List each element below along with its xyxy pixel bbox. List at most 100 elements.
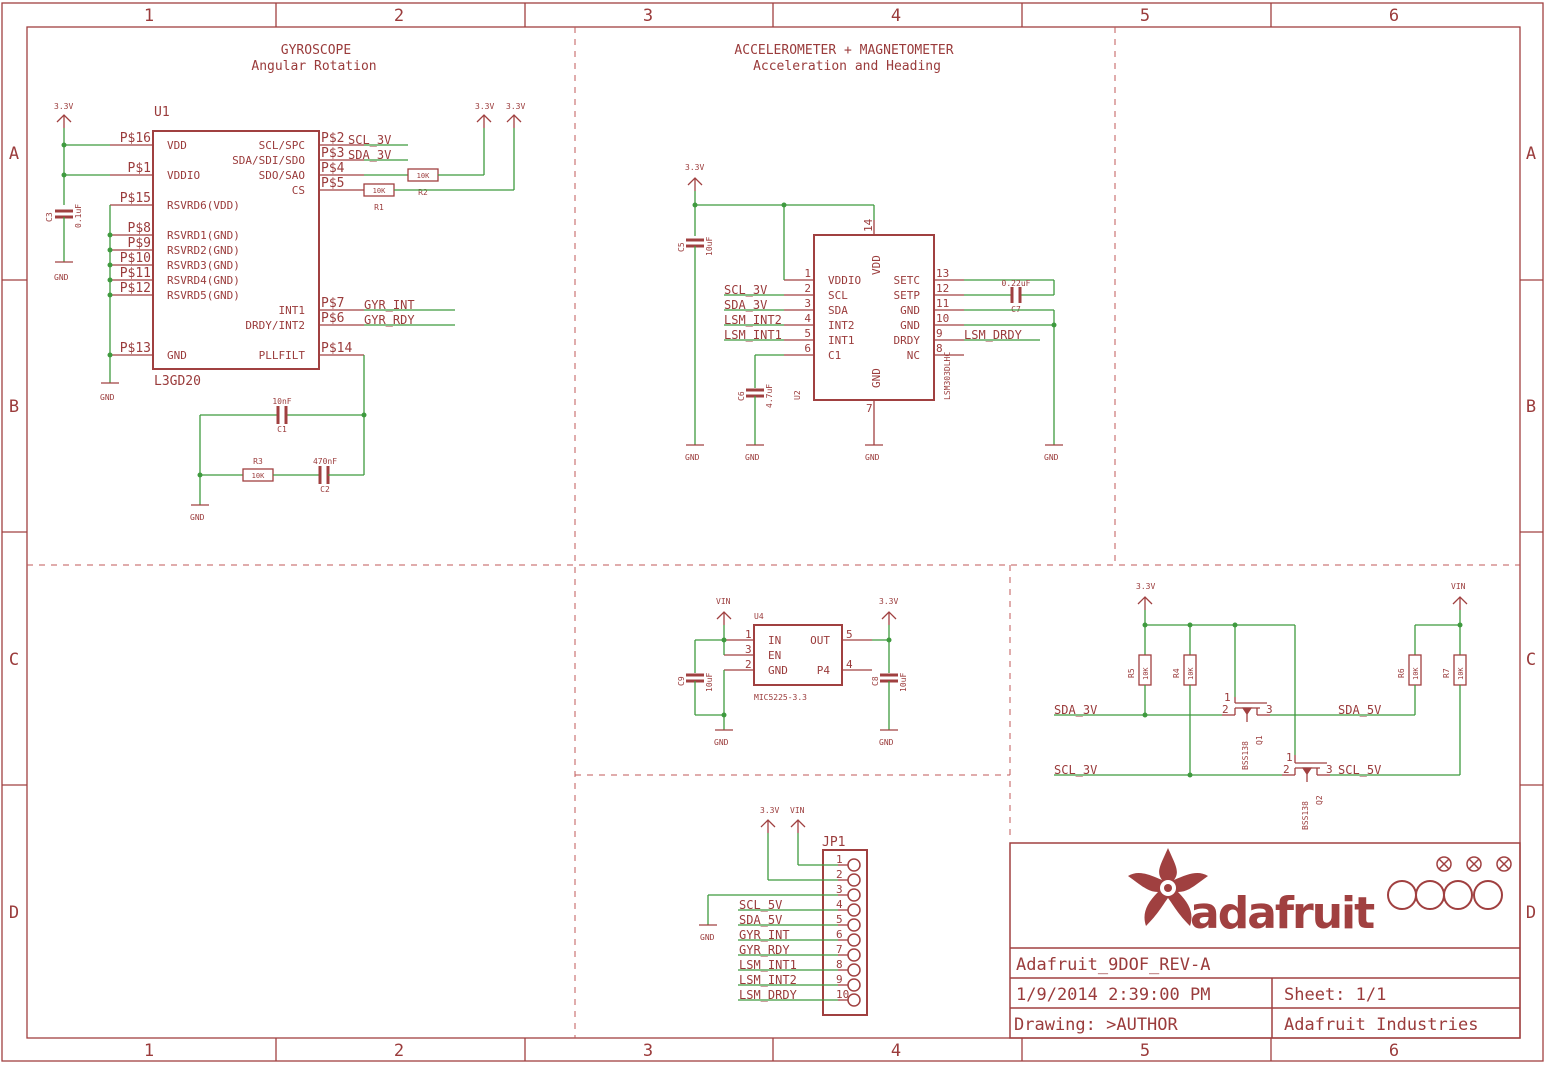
reg-out-rail: 3.3V [879, 597, 898, 625]
net-label: LSM_INT1 [739, 958, 797, 972]
u2-pad: 3 [804, 297, 811, 310]
u1-pad: P$14 [321, 341, 352, 356]
u2-pin-label: GND [900, 319, 920, 332]
rail-label: 3.3V [506, 102, 525, 111]
header-pin: 8 LSM_INT1 [738, 958, 861, 977]
ground-symbol: GND [685, 444, 704, 462]
resistor-r3: 10K R3 [242, 457, 274, 482]
header-pin-pad [847, 888, 861, 902]
u1-pin-label: SCL/SPC [259, 139, 305, 152]
gnd-label: GND [100, 393, 115, 402]
zone-labels: 1 2 3 4 5 6 1 2 3 4 5 6 A B C D A B C D [9, 6, 1536, 1061]
adafruit-flower-icon [1128, 848, 1208, 926]
u2-pin-label: GND [870, 368, 883, 388]
u2-pad: 9 [936, 327, 943, 340]
c6-value: 4.7uF [765, 384, 774, 408]
header-pin-pad [847, 993, 861, 1007]
r5-ref: R5 [1127, 668, 1136, 678]
net-label: LSM_INT2 [724, 313, 782, 327]
row-label: B [1526, 397, 1536, 417]
net-label: SDA_5V [739, 913, 782, 927]
c6-ref: C6 [737, 391, 746, 401]
col-label: 3 [643, 1041, 653, 1061]
header-pin-number: 8 [836, 958, 843, 971]
q1-ref: Q1 [1255, 735, 1264, 745]
resistor-r7: 10K R7 [1442, 654, 1467, 686]
rail-label: 3.3V [475, 102, 494, 111]
header-pin-number: 10 [836, 988, 849, 1001]
rail-label: 3.3V [685, 163, 704, 172]
resistor-r6: 10K R6 [1397, 654, 1422, 686]
u2-pad: 14 [862, 218, 875, 232]
level-vin-rail: VIN [1451, 582, 1468, 610]
header-pin-number: 6 [836, 928, 843, 941]
ground-symbol: GND [745, 444, 764, 462]
capacitor-c7: 0.22uF C7 [1002, 279, 1031, 314]
u1-pad: P$5 [321, 176, 344, 191]
resistor-r4: 10K R4 [1172, 654, 1197, 686]
r6-ref: R6 [1397, 668, 1406, 678]
ground-symbol: GND [190, 504, 209, 522]
mosfet-q2: 1 2 3 BSS138 Q2 [1282, 751, 1333, 830]
resistor-r5: 10K R5 [1127, 654, 1152, 686]
u1-pin-label: RSVRD2(GND) [167, 244, 240, 257]
u4-pin-label: GND [768, 664, 788, 677]
gnd-label: GND [700, 933, 715, 942]
rail-label: VIN [1451, 582, 1466, 591]
u2-pad: 1 [804, 267, 811, 280]
u1-pad: P$3 [321, 146, 344, 161]
gyro-title: GYROSCOPE [281, 43, 351, 58]
u1-pin-label: RSVRD1(GND) [167, 229, 240, 242]
ground-symbol: GND [1044, 444, 1063, 462]
u1-pin-label: VDDIO [167, 169, 200, 182]
ground-symbol: GND [100, 382, 119, 402]
col-label: 1 [144, 6, 154, 26]
header-pin-pad [847, 933, 861, 947]
rail-label: 3.3V [879, 597, 898, 606]
r2-value: 10K [417, 172, 430, 180]
col-label: 5 [1140, 1041, 1150, 1061]
r2-ref: R2 [418, 188, 428, 197]
gnd-label: GND [685, 453, 700, 462]
u2-pin-label: C1 [828, 349, 841, 362]
u1-pad: P$10 [120, 251, 151, 266]
header-section: JP1 3.3V VIN GND 1234SCL_5V5SDA_5V6GYR_I… [699, 806, 868, 1016]
u2-pad: 7 [866, 402, 873, 415]
q2-pin: 1 [1286, 751, 1293, 764]
gyro-subtitle: Angular Rotation [251, 59, 376, 74]
u4-ref: U4 [754, 612, 764, 621]
u1-part: L3GD20 [154, 374, 201, 389]
row-label: B [9, 397, 19, 417]
r3-value: 10K [252, 472, 265, 480]
sheet-number: Sheet: 1/1 [1284, 985, 1386, 1005]
net-label: SDA_3V [348, 148, 391, 162]
c1-ref: C1 [277, 425, 287, 434]
lsm-title: ACCELEROMETER + MAGNETOMETER [734, 43, 953, 58]
u2-pin-label: SETC [894, 274, 921, 287]
net-label: SCL_5V [739, 898, 782, 912]
vin-rail: VIN [716, 597, 732, 625]
u2-pin-label: SDA [828, 304, 848, 317]
q2-pin: 2 [1283, 763, 1290, 776]
u1-pin-label: SDO/SAO [259, 169, 305, 182]
u2-pin-label: VDD [870, 255, 883, 275]
u2-pad: 4 [804, 312, 811, 325]
net-label: SCL_3V [1054, 763, 1097, 777]
net-label: GYR_RDY [364, 313, 415, 327]
gyroscope-section: GYROSCOPE Angular Rotation U1 L3GD20 VDD… [45, 43, 525, 522]
row-label: A [1526, 144, 1536, 164]
gyro-rail-3: 3.3V [506, 102, 525, 128]
r4-ref: R4 [1172, 668, 1181, 678]
u1-ref: U1 [154, 105, 170, 120]
u4-pin-label: EN [768, 649, 781, 662]
q1-pin: 1 [1224, 691, 1231, 704]
u1-pad: P$1 [128, 161, 151, 176]
u1-pad: P$4 [321, 161, 345, 176]
r4-value: 10K [1187, 667, 1195, 680]
net-label: GYR_RDY [739, 943, 790, 957]
u2-part: LSM303DLHC [943, 352, 952, 400]
u2-pin-label: NC [907, 349, 920, 362]
c9-value: 10uF [705, 673, 714, 692]
